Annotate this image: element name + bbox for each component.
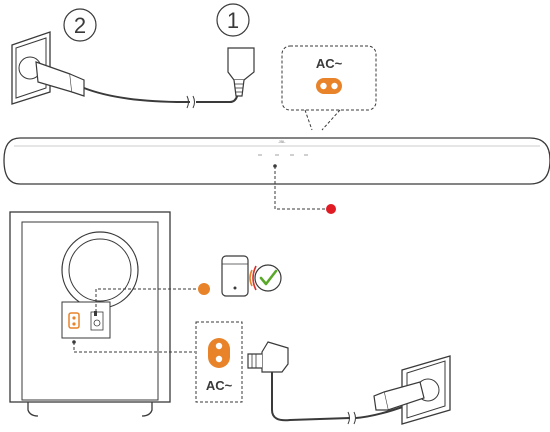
subwoofer (9, 211, 171, 417)
soundbar-logo: JBL (279, 139, 287, 144)
ac-callout-bottom: AC~ (195, 321, 243, 403)
ac-socket-icon (208, 338, 230, 368)
iec-connector-bottom (247, 341, 289, 373)
power-cord-top (83, 79, 240, 103)
power-plug-icon (373, 381, 425, 411)
subwoofer-icon (221, 255, 249, 297)
red-status-led (326, 204, 336, 214)
ac-label-top: AC~ (316, 56, 343, 71)
orange-status-led (198, 283, 210, 295)
wall-outlet-icon (11, 31, 51, 105)
step-2-marker: 2 (63, 8, 97, 42)
subwoofer-ac-leader (72, 340, 195, 353)
step-1-number: 1 (227, 8, 239, 33)
connected-check-icon (249, 264, 282, 292)
ac-socket-icon (316, 78, 342, 94)
soundbar: JBL (3, 137, 550, 185)
ac-callout-top: AC~ (281, 45, 377, 131)
step-1-marker: 1 (216, 3, 250, 37)
iec-connector-top (227, 47, 255, 97)
power-plug-icon (35, 61, 85, 97)
step-2-number: 2 (74, 13, 86, 38)
ac-label-bottom: AC~ (206, 378, 233, 393)
soundbar-status-indicator (273, 164, 336, 214)
subwoofer-status-indicator (94, 283, 210, 316)
